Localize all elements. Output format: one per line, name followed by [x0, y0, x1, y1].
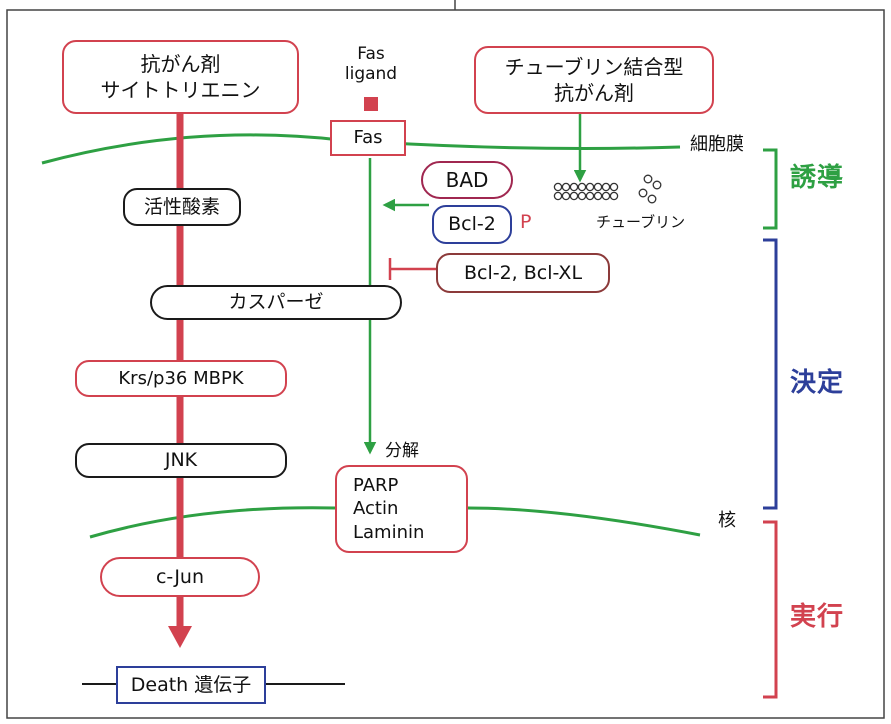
frame [6, 9, 885, 719]
bcl2-protein-box: Bcl-2 [432, 205, 512, 244]
tubulin-binding-drug-box: チューブリン結合型 抗がん剤 [474, 46, 714, 114]
parp-actin-laminin-box: PARP Actin Laminin [335, 465, 468, 553]
caspase-box: カスパーゼ [150, 285, 402, 320]
tubulin-polymer-icon [553, 182, 619, 201]
reactive-oxygen-box: 活性酸素 [123, 188, 241, 226]
degradation-label: 分解 [385, 441, 419, 461]
jnk-box: JNK [75, 443, 287, 478]
fas-ligand-label: Fas ligand [344, 44, 398, 85]
phospho-label: P [520, 211, 532, 233]
induction-bracket [763, 148, 778, 230]
tubulin-monomer-icon [638, 174, 662, 204]
decision-phase-label: 決定 [790, 368, 845, 398]
execution-phase-label: 実行 [790, 602, 845, 632]
fas-ligand-icon [364, 97, 378, 111]
tubulin-label: チューブリン [596, 213, 686, 231]
fas-receptor-box: Fas [330, 120, 406, 156]
bad-protein-box: BAD [421, 161, 513, 199]
c-jun-box: c-Jun [100, 557, 260, 597]
nuclear-membrane-curve [89, 506, 701, 539]
death-gene-box: Death 遺伝子 [116, 666, 266, 704]
nucleus-label: 核 [718, 510, 736, 531]
cell-membrane-label: 細胞膜 [690, 134, 744, 155]
anticancer-drug-box: 抗がん剤 サイトトリエニン [62, 40, 299, 114]
krs-mbpk-box: Krs/p36 MBPK [75, 360, 287, 397]
execution-bracket [763, 520, 778, 699]
decision-bracket [763, 238, 778, 510]
main-pathway-arrowhead [168, 626, 192, 648]
bcl2-bclxl-box: Bcl-2, Bcl-XL [436, 253, 610, 293]
induction-phase-label: 誘導 [790, 163, 845, 193]
